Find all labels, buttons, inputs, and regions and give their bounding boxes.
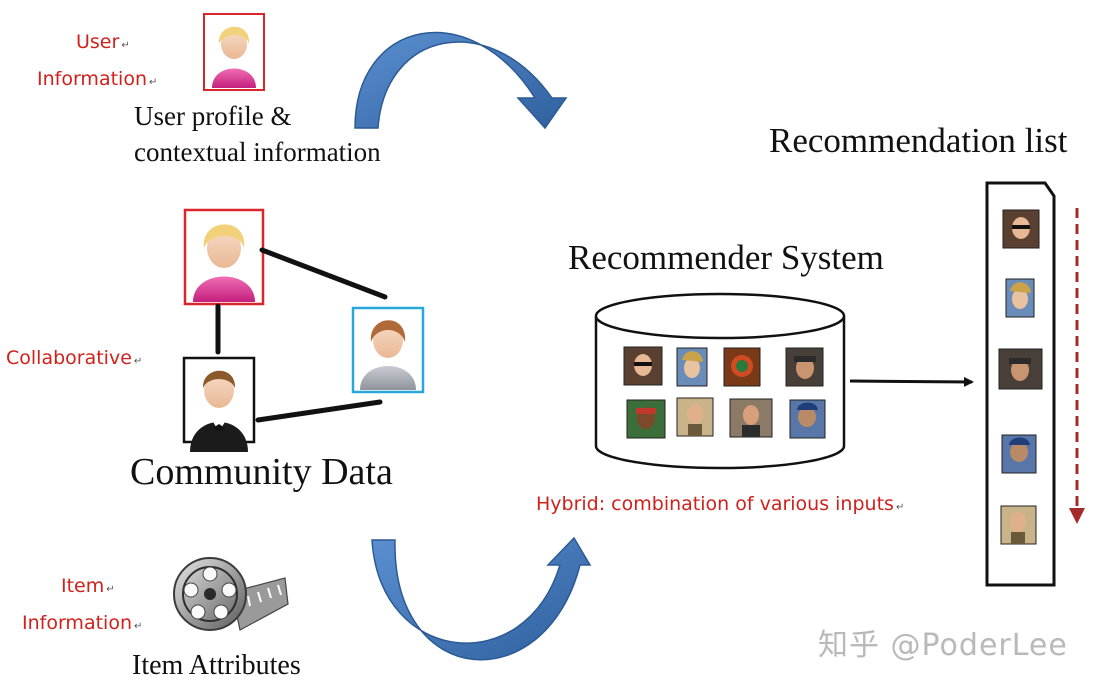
collaborative-label: Collaborative↵ [6,347,142,369]
return-mark-icon: ↵ [895,502,905,513]
photo-thumbnail-icon [785,347,824,387]
photo-thumbnail-icon [1005,278,1035,318]
photo-thumbnail-icon [676,397,714,437]
output-arrow [849,376,974,387]
return-mark-icon: ↵ [106,584,115,595]
hybrid-label: Hybrid: combination of various inputs↵ [536,493,904,515]
community-links [215,247,388,423]
community-male-avatar-icon [182,356,256,452]
photo-thumbnail-icon [723,347,761,387]
photo-thumbnail-icon [676,347,708,387]
photo-thumbnail-icon [998,348,1043,390]
photo-thumbnail-icon [1001,434,1037,474]
photo-thumbnail-icon [623,346,663,386]
user-label-text: User [76,31,120,53]
user-profile-caption-line1: User profile & [134,101,292,131]
user-profile-caption-line2: contextual information [134,137,381,167]
return-mark-icon: ↵ [133,621,143,632]
photo-thumbnail-icon [1000,505,1037,545]
recommendation-list-thumbnails [998,209,1043,545]
community-neutral-avatar-icon [351,306,425,394]
film-reel-icon [173,557,289,631]
item-attributes-caption: Item Attributes [132,650,301,681]
hybrid-label-text: Hybrid: combination of various inputs [536,493,894,515]
cylinder-thumbnails-row2 [626,397,826,439]
photo-thumbnail-icon [729,398,773,438]
return-mark-icon: ↵ [133,356,143,367]
photo-thumbnail-icon [789,399,826,439]
recommendation-list-caption: Recommendation list [769,121,1068,160]
collaborative-label-text: Collaborative [6,347,132,369]
user-information-label-text: Information [37,68,147,90]
item-label-text: Item [61,575,105,597]
user-information-label: Information↵ [37,68,157,90]
item-information-label-text: Information [22,612,132,634]
item-information-label: Information↵ [22,612,142,634]
photo-thumbnail-icon [1002,209,1040,249]
user-info-avatar-icon [203,13,265,91]
return-mark-icon: ↵ [121,40,130,51]
watermark: 知乎 @PoderLee [818,628,1068,663]
top-curved-arrow [354,31,568,130]
bottom-curved-arrow [371,536,592,661]
recommender-system-caption: Recommender System [568,238,884,277]
ranking-dashed-arrow [1069,208,1085,524]
community-data-caption: Community Data [130,451,393,493]
item-label: Item↵ [61,575,115,597]
user-label: User↵ [76,31,130,53]
community-female-avatar-icon [183,208,265,306]
cylinder-thumbnails [623,346,824,387]
return-mark-icon: ↵ [148,77,158,88]
photo-thumbnail-icon [626,399,666,439]
